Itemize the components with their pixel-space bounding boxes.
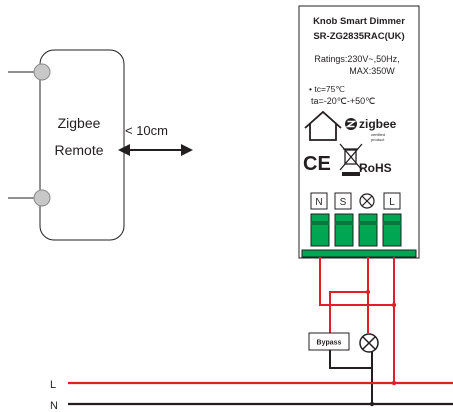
mains-neutral-label: N xyxy=(50,400,58,412)
junction-dot xyxy=(365,289,371,295)
terminal-label-box-n xyxy=(310,192,328,210)
terminal-label-box-l xyxy=(383,192,401,210)
terminal-lamp xyxy=(358,213,378,247)
wiring: L N xyxy=(50,257,453,412)
zigbee-logo-text: zigbee xyxy=(359,117,397,131)
zigbee-logo-sub2: product xyxy=(371,137,385,142)
remote-title: Zigbee xyxy=(58,115,101,131)
terminal-l xyxy=(382,213,402,247)
wire-n-to-junction xyxy=(319,257,394,306)
remote-button-top xyxy=(33,63,51,81)
device-model: SR-ZG2835RAC(UK) xyxy=(313,31,404,42)
terminal-label-s: S xyxy=(340,197,347,208)
terminal-label-n: N xyxy=(315,197,322,208)
terminal-base-strip xyxy=(301,249,417,258)
indoor-use-icon xyxy=(304,110,342,141)
bypass-module: Bypass xyxy=(308,332,350,351)
junction-dot xyxy=(391,380,397,386)
weee-bin-icon xyxy=(339,143,363,176)
terminal-n xyxy=(310,213,330,247)
terminal-block xyxy=(301,213,417,258)
bypass-box xyxy=(308,332,350,351)
terminal-label-box-s xyxy=(334,192,352,210)
junction-dot xyxy=(391,302,397,308)
zigbee-logo-sub1: certified xyxy=(371,132,385,137)
arrow-right-icon xyxy=(181,144,193,156)
remote-subtitle: Remote xyxy=(54,142,103,158)
lamp-load-icon xyxy=(359,333,379,353)
device-ta: ta=-20℃-+50℃ xyxy=(311,96,375,106)
rohs-mark: RoHS xyxy=(359,161,392,175)
zigbee-certified-logo: zigbee certified product xyxy=(345,117,397,142)
remote-body xyxy=(39,49,125,241)
terminal-label-l: L xyxy=(389,197,395,208)
distance-label: < 10cm xyxy=(125,123,168,138)
arrow-left-icon xyxy=(118,144,130,156)
zigbee-remote: Zigbee Remote xyxy=(8,49,125,241)
terminal-labels: N S L xyxy=(310,192,401,210)
device-name: Knob Smart Dimmer xyxy=(313,16,405,27)
distance-indicator: < 10cm xyxy=(118,123,193,156)
wire-bypass-to-neutral xyxy=(329,350,372,369)
terminal-label-lamp-icon xyxy=(359,193,375,209)
junction-dot xyxy=(369,401,375,407)
mains-live-label: L xyxy=(50,379,56,391)
ce-mark: CE xyxy=(303,153,331,175)
remote-button-bottom xyxy=(33,189,51,207)
dimmer-device: Knob Smart Dimmer SR-ZG2835RAC(UK) Ratin… xyxy=(298,5,420,259)
device-ratings-line1: Ratings:230V~,50Hz, xyxy=(314,54,399,64)
terminal-s xyxy=(334,213,354,247)
wire-lamp-to-bypass xyxy=(329,257,369,333)
device-ratings-line2: MAX:350W xyxy=(349,66,395,76)
device-tc: • tc=75℃ xyxy=(309,84,345,94)
bypass-label: Bypass xyxy=(317,340,342,347)
